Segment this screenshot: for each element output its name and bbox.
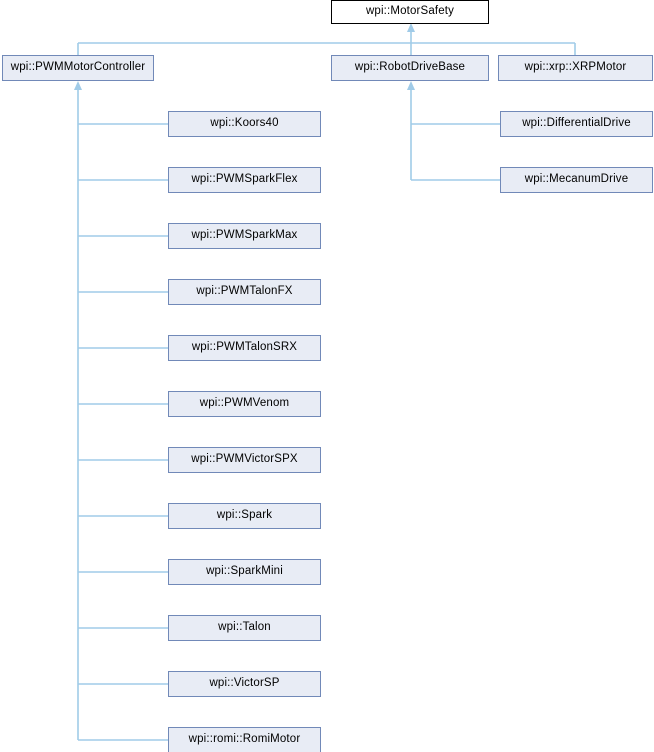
node-pwmmotorcontroller[interactable]: wpi::PWMMotorController xyxy=(2,55,154,81)
node-pwmtalonfx[interactable]: wpi::PWMTalonFX xyxy=(168,279,321,305)
node-robotdrivebase[interactable]: wpi::RobotDriveBase xyxy=(331,55,489,81)
node-pwmtalonsrx[interactable]: wpi::PWMTalonSRX xyxy=(168,335,321,361)
node-spark[interactable]: wpi::Spark xyxy=(168,503,321,529)
node-motorsafety[interactable]: wpi::MotorSafety xyxy=(331,0,489,24)
node-talon[interactable]: wpi::Talon xyxy=(168,615,321,641)
node-pwmsparkflex[interactable]: wpi::PWMSparkFlex xyxy=(168,167,321,193)
node-mecanumdrive[interactable]: wpi::MecanumDrive xyxy=(500,167,653,193)
node-pwmsparkmax[interactable]: wpi::PWMSparkMax xyxy=(168,223,321,249)
edge-group-to-motorsafety xyxy=(77,30,576,55)
edge-group-robotdrivebase-children xyxy=(410,90,500,181)
node-romimotor[interactable]: wpi::romi::RomiMotor xyxy=(168,727,321,752)
node-differentialdrive[interactable]: wpi::DifferentialDrive xyxy=(500,111,653,137)
arrowhead-motorsafety xyxy=(407,23,415,32)
edge-group-pwmmotorcontroller-children xyxy=(77,90,168,741)
node-xrpmotor[interactable]: wpi::xrp::XRPMotor xyxy=(498,55,653,81)
node-koors40[interactable]: wpi::Koors40 xyxy=(168,111,321,137)
node-victorsp[interactable]: wpi::VictorSP xyxy=(168,671,321,697)
node-pwmvictorspx[interactable]: wpi::PWMVictorSPX xyxy=(168,447,321,473)
node-sparkmini[interactable]: wpi::SparkMini xyxy=(168,559,321,585)
node-pwmvenom[interactable]: wpi::PWMVenom xyxy=(168,391,321,417)
arrowhead-pwmmotorcontroller xyxy=(74,81,82,90)
arrowhead-robotdrivebase xyxy=(407,81,415,90)
